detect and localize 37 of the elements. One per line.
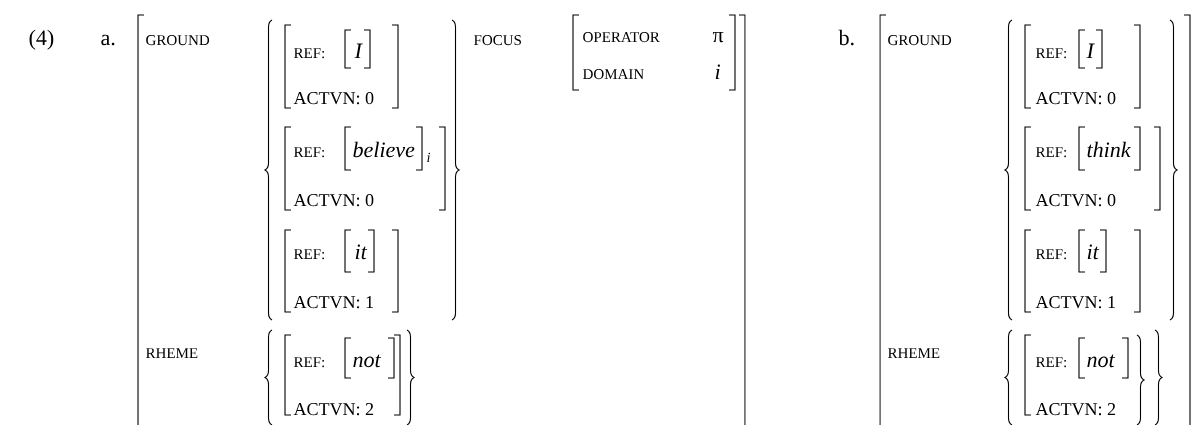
- activation-value: ACTVN: 0: [1035, 194, 1116, 207]
- activation-value: ACTVN: 0: [293, 92, 374, 105]
- index-subscript: i: [427, 152, 431, 162]
- feature-name: REF:: [294, 249, 324, 260]
- feature-name: GROUND: [146, 35, 210, 46]
- feature-name: REF:: [1036, 147, 1066, 158]
- feature-value: it: [1087, 244, 1100, 260]
- feature-value: not: [1087, 354, 1116, 368]
- activation-value: ACTVN: 0: [1035, 92, 1116, 105]
- feature-name: REF:: [1036, 48, 1066, 59]
- feature-name: OPERATOR: [583, 32, 660, 43]
- feature-name: RHEME: [888, 348, 940, 358]
- feature-value: believe: [353, 141, 415, 158]
- activation-value: ACTVN: 2: [1035, 403, 1116, 416]
- example-number: (4): [29, 29, 54, 50]
- feature-name: REF:: [294, 357, 324, 368]
- feature-value: it: [355, 244, 368, 260]
- feature-value: I: [1086, 43, 1095, 58]
- feature-value: think: [1087, 141, 1131, 158]
- feature-name: REF:: [1036, 357, 1066, 368]
- feature-value: π: [712, 31, 724, 43]
- feature-name: REF:: [1036, 249, 1066, 260]
- feature-name: DOMAIN: [583, 69, 644, 80]
- example-number: a.: [101, 34, 115, 46]
- feature-name: REF:: [294, 147, 324, 158]
- feature-name: GROUND: [888, 35, 952, 46]
- feature-value: I: [354, 43, 363, 58]
- activation-value: ACTVN: 2: [293, 403, 374, 416]
- feature-value: i: [715, 64, 720, 79]
- activation-value: ACTVN: 0: [293, 194, 374, 207]
- feature-value: not: [353, 354, 382, 368]
- example-number: b.: [838, 29, 854, 46]
- feature-name: REF:: [294, 48, 324, 59]
- activation-value: ACTVN: 1: [1035, 296, 1115, 309]
- feature-name: RHEME: [146, 348, 198, 358]
- feature-name: FOCUS: [474, 35, 521, 46]
- activation-value: ACTVN: 1: [293, 296, 373, 309]
